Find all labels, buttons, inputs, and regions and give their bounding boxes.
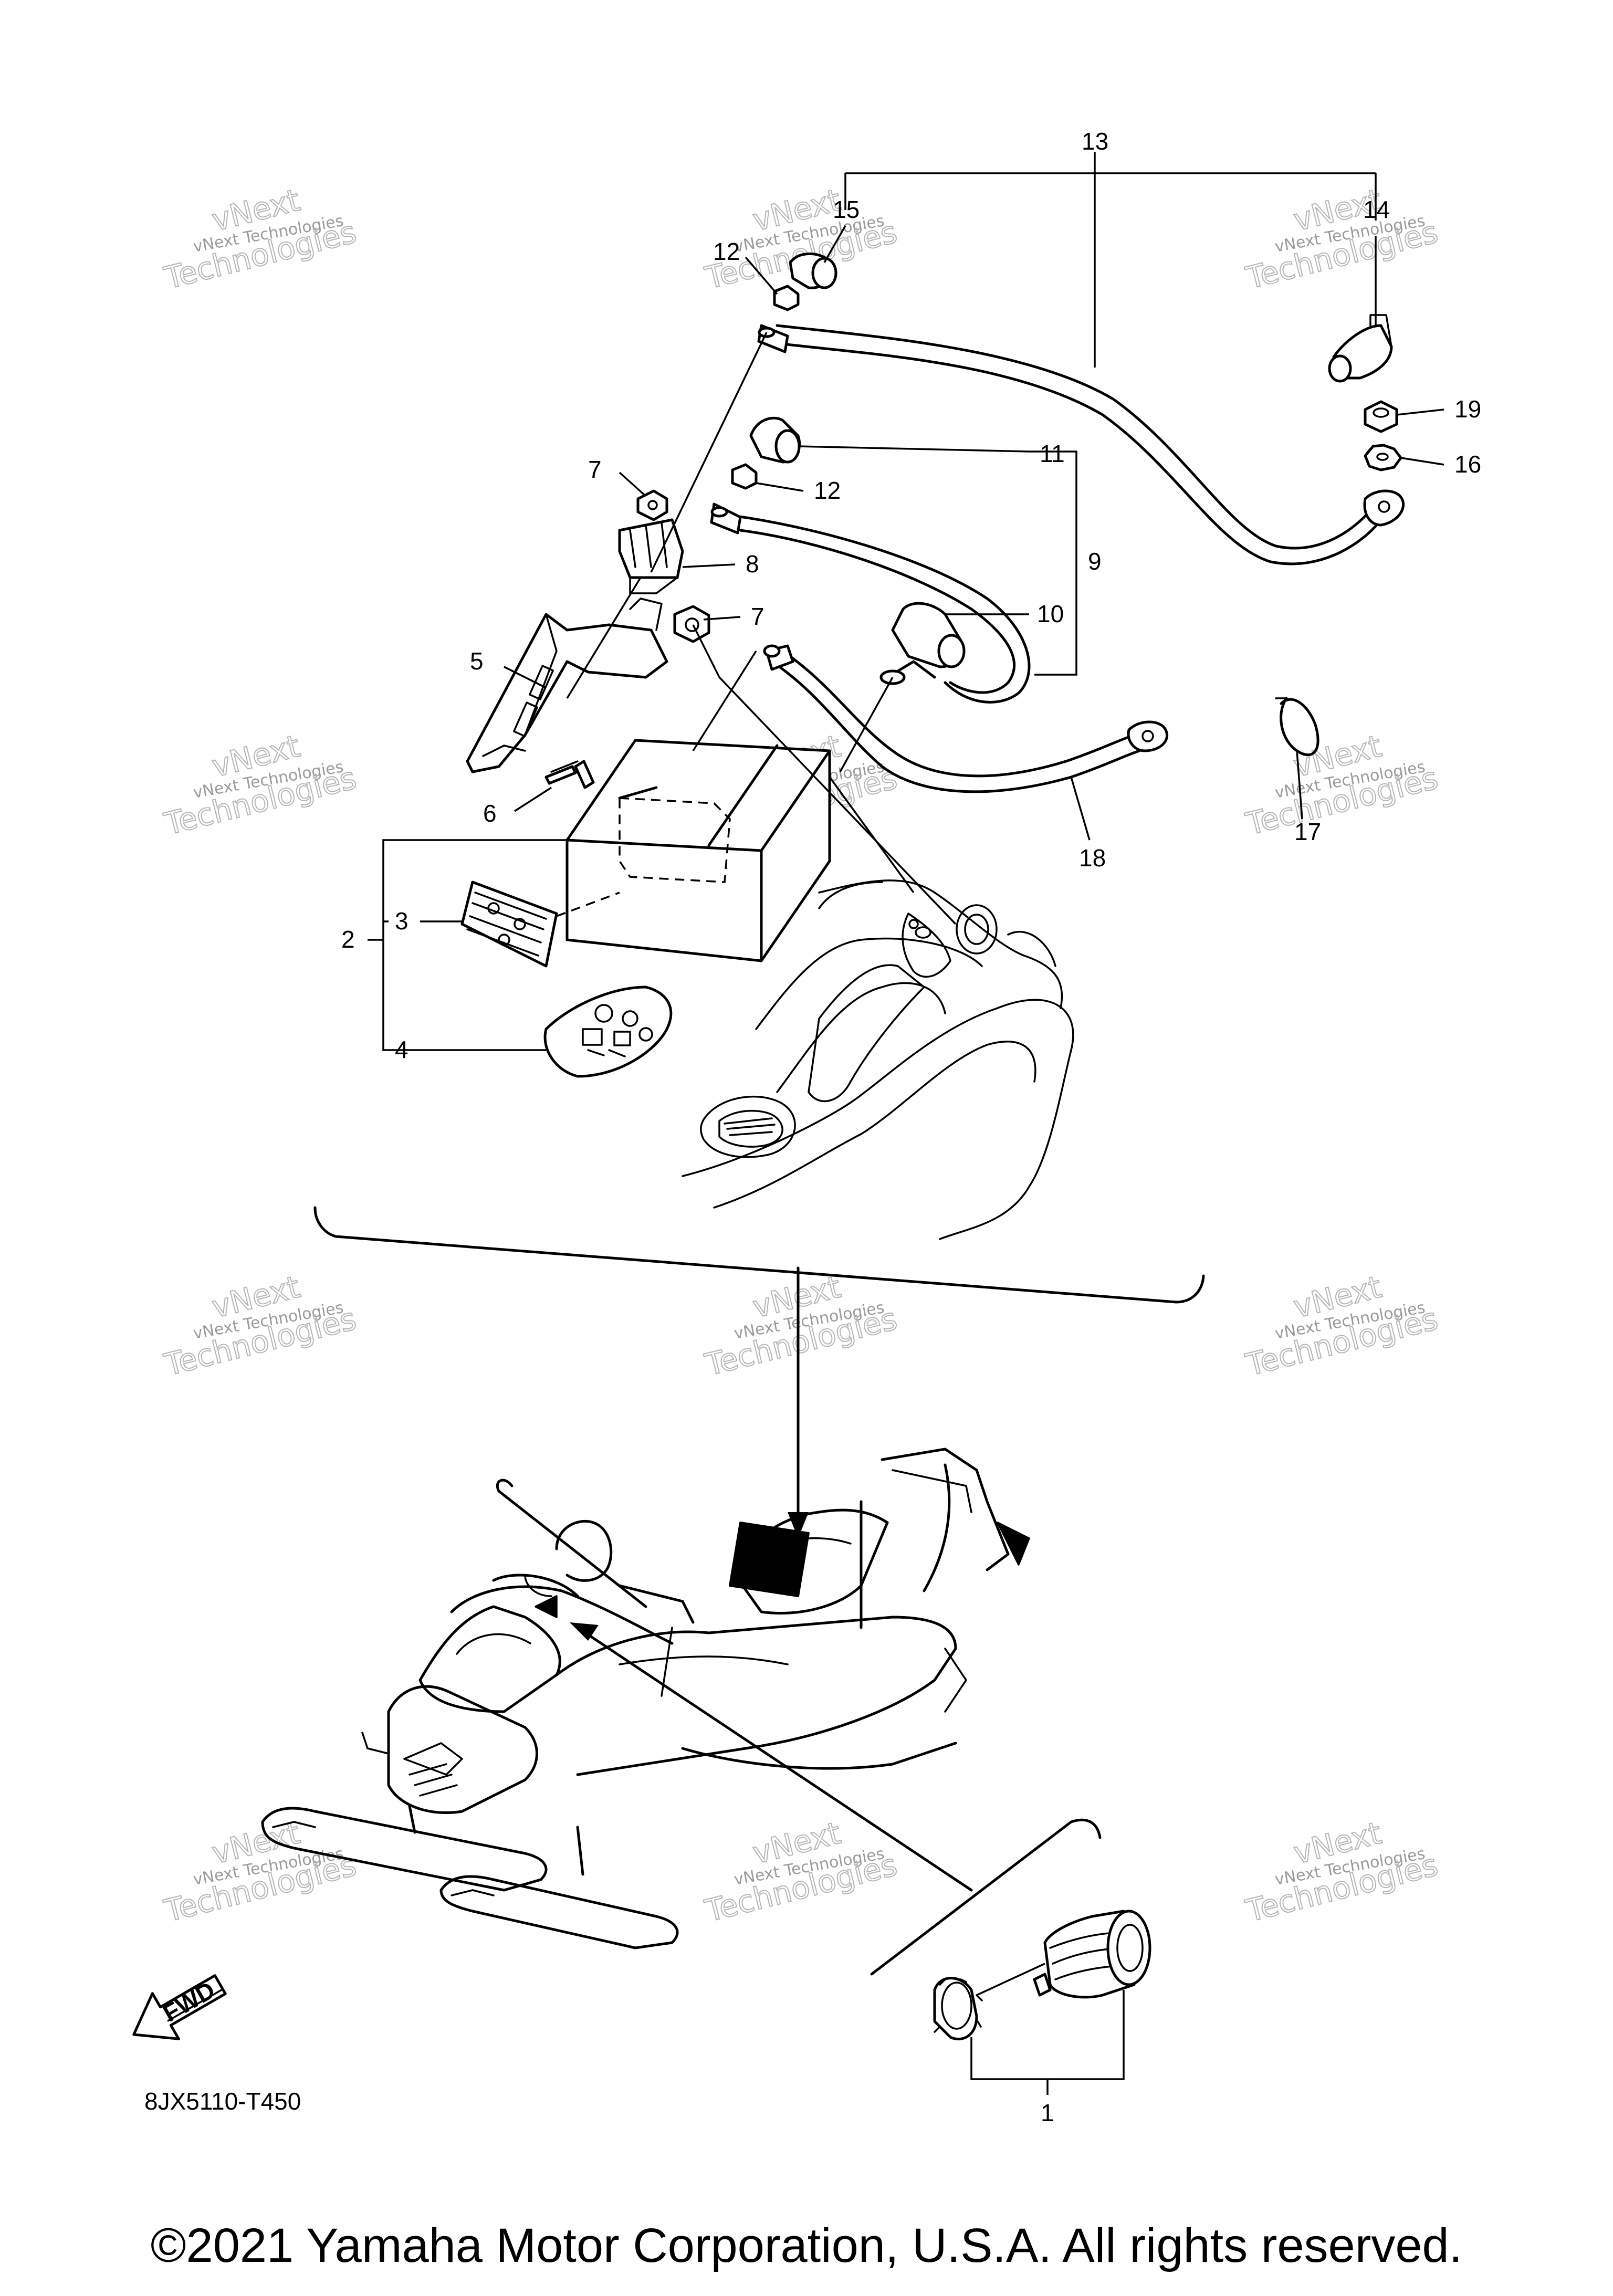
- watermark: vNext vNext Technologies Technologies: [160, 182, 360, 297]
- watermark: vNext vNext Technologies Technologies: [160, 728, 360, 843]
- diagram-code: 8JX5110-T450: [144, 2088, 301, 2115]
- callout-10: 10: [1037, 600, 1064, 627]
- callout-4: 4: [395, 1036, 409, 1063]
- detail-callout: [313, 1206, 1205, 1538]
- hardware-kit: [543, 986, 673, 1078]
- nut-lower: [673, 605, 710, 643]
- watermark: vNext vNext Technologies Technologies: [1242, 728, 1442, 843]
- battery-tray-outline: [682, 879, 1074, 1240]
- cap-fifteen: [789, 252, 837, 289]
- nut-nineteen: [1364, 400, 1398, 433]
- callout-7-upper: 7: [588, 456, 602, 483]
- watermark: vNext vNext Technologies Technologies: [1242, 1815, 1442, 1930]
- nut-upper: [636, 489, 668, 521]
- watermark: vNext vNext Technologies Technologies: [1242, 1268, 1442, 1383]
- callout-19: 19: [1454, 395, 1481, 423]
- callout-15: 15: [833, 196, 860, 223]
- cap-fourteen: [1328, 314, 1393, 383]
- battery-bracket: [466, 597, 668, 773]
- battery-cable-negative: [763, 644, 1168, 793]
- relay: [618, 518, 684, 594]
- watermark: vNext vNext Technologies Technologies: [1242, 182, 1442, 297]
- watermark: vNext vNext Technologies Technologies: [160, 1815, 360, 1930]
- clip: [1275, 697, 1319, 757]
- callout-8: 8: [746, 550, 759, 578]
- lock-washer: [1364, 444, 1402, 471]
- watermark-layer: vNext vNext Technologies Technologies vN…: [160, 182, 1442, 1930]
- callout-17: 17: [1294, 818, 1321, 845]
- callout-13: 13: [1082, 128, 1108, 155]
- battery: [565, 739, 831, 962]
- callout-12-middle: 12: [814, 477, 841, 504]
- callout-14: 14: [1363, 196, 1390, 223]
- callout-3: 3: [395, 907, 409, 935]
- copyright-notice: ©2021 Yamaha Motor Corporation, U.S.A. A…: [150, 2219, 1463, 2272]
- callout-16: 16: [1454, 450, 1481, 478]
- callout-18: 18: [1079, 844, 1106, 872]
- terminal-cover: [879, 602, 966, 685]
- nut-middle: [731, 463, 758, 490]
- battery-label: [460, 880, 620, 968]
- bolt: [544, 760, 595, 789]
- battery-cable-main: [757, 324, 1405, 565]
- accessory-socket: [933, 1910, 1151, 2095]
- callout-5: 5: [470, 647, 484, 675]
- watermark: vNext vNext Technologies Technologies: [701, 1268, 901, 1383]
- cap-eleven: [749, 416, 801, 464]
- callout-12-top: 12: [713, 238, 740, 265]
- socket-arrow: [570, 1622, 973, 1892]
- watermark: vNext vNext Technologies Technologies: [160, 1268, 360, 1383]
- nut-top: [773, 285, 800, 311]
- watermark: vNext vNext Technologies Technologies: [701, 1815, 901, 1930]
- callout-7-lower: 7: [751, 603, 764, 630]
- callout-numbers: 13 15 14 12 19 11 16 7 12 9 8 10 7 5 6 1…: [341, 128, 1481, 2126]
- callout-1: 1: [1041, 2099, 1054, 2126]
- callout-6: 6: [483, 800, 497, 827]
- fwd-arrow: FWD: [132, 1974, 227, 2040]
- callout-2: 2: [341, 926, 355, 953]
- callout-11: 11: [1040, 440, 1065, 467]
- callout-9: 9: [1088, 548, 1102, 575]
- snowmobile: [261, 1448, 1030, 1949]
- leader-lines: [368, 152, 1444, 1051]
- socket-detail: [870, 1818, 1102, 1976]
